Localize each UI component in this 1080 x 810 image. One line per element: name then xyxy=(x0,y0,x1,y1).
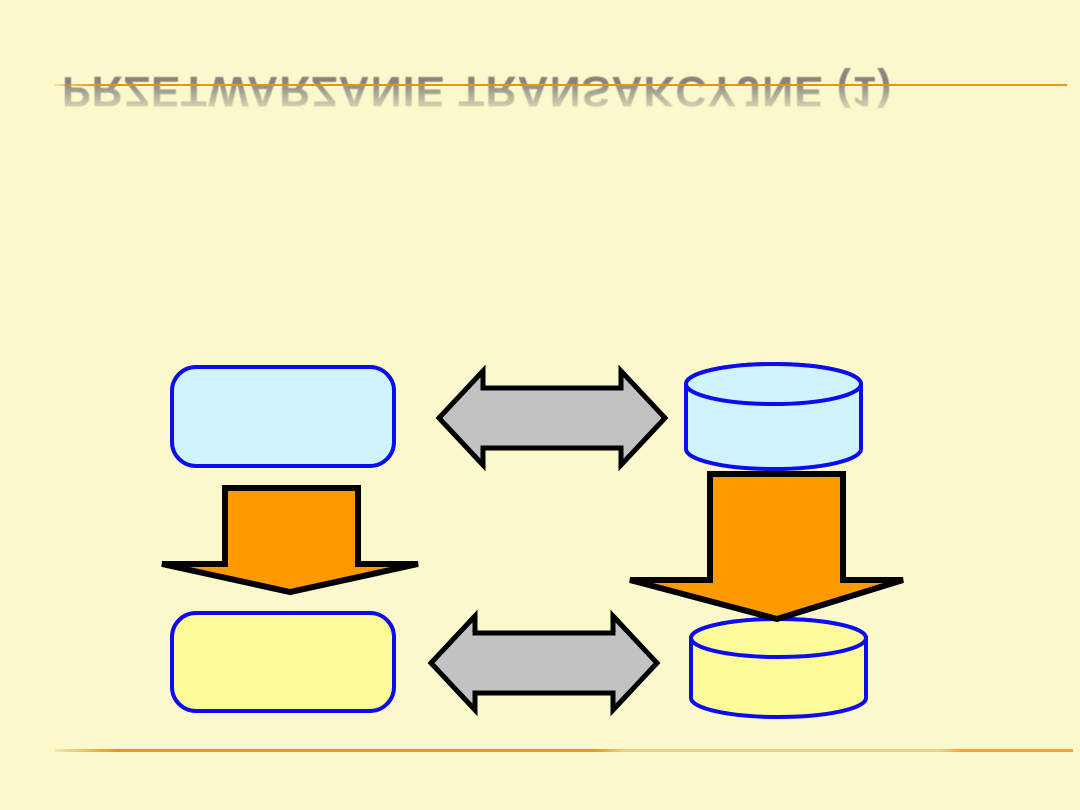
slide-title-reflection: PRZETWARZANIE TRANSAKCYJNE (1) xyxy=(62,67,893,115)
header-rule-line xyxy=(55,84,1067,86)
double-arrow-shape xyxy=(427,609,661,717)
database-cylinder-bottom-right xyxy=(689,617,868,719)
down-arrow-shape xyxy=(629,471,904,623)
down-arrow-shape xyxy=(161,485,419,596)
double-arrow-shape xyxy=(435,364,669,472)
down-arrow-left xyxy=(161,485,419,596)
double-arrow-bottom xyxy=(427,609,661,717)
cylinder-top-ellipse xyxy=(689,617,868,659)
footer-rule-line xyxy=(55,749,1073,752)
rounded-rectangle-top-left xyxy=(170,365,396,468)
database-cylinder-top-right xyxy=(684,362,863,471)
double-arrow-top xyxy=(435,364,669,472)
cylinder-top-ellipse xyxy=(684,362,863,406)
rounded-rectangle-bottom-left xyxy=(170,611,396,713)
down-arrow-right xyxy=(629,471,904,623)
